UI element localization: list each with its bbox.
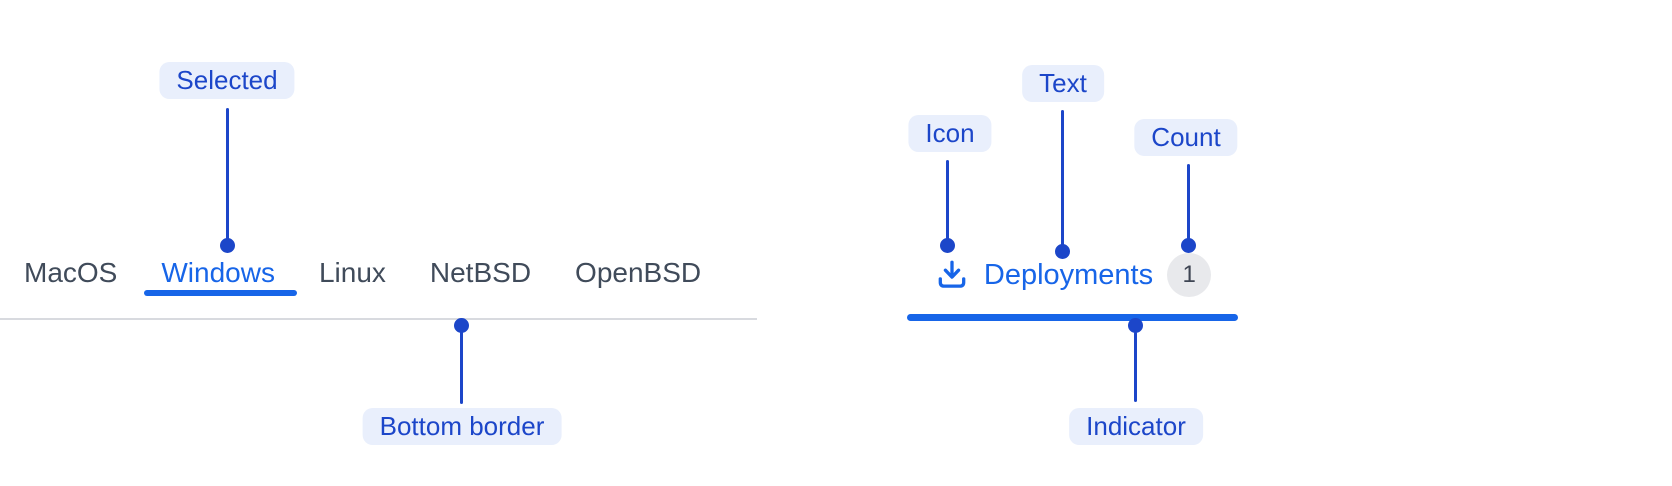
annotation-pill-selected: Selected: [159, 62, 295, 99]
tab-bar: MacOS Windows Linux NetBSD OpenBSD: [0, 246, 757, 320]
annotation-line-indicator: [1134, 332, 1137, 402]
annotation-pill-text: Text: [1022, 65, 1104, 102]
annotation-line-bottom-border: [460, 330, 463, 404]
annotation-line-icon: [946, 160, 949, 240]
annotation-dot-count: [1181, 238, 1196, 253]
tab-windows-label: Windows: [161, 257, 275, 288]
tab-macos[interactable]: MacOS: [24, 257, 118, 288]
download-icon: [938, 260, 966, 288]
annotation-dot-bottom-border: [454, 318, 469, 333]
annotation-pill-indicator: Indicator: [1069, 408, 1203, 445]
tab-deployments-label: Deployments: [983, 258, 1154, 291]
annotation-dot-icon: [940, 238, 955, 253]
selected-tab-bottom-border: [144, 290, 297, 296]
annotation-line-text: [1061, 110, 1064, 246]
annotation-line-selected: [226, 108, 229, 240]
tab-windows-selected[interactable]: Windows: [139, 246, 297, 296]
annotation-dot-indicator: [1128, 318, 1143, 333]
count-badge: 1: [1167, 253, 1212, 297]
tab-deployments-content: Deployments 1: [907, 246, 1238, 304]
tab-netbsd[interactable]: NetBSD: [429, 257, 532, 288]
selected-indicator: [907, 314, 1238, 321]
annotation-pill-icon: Icon: [908, 115, 992, 152]
annotation-pill-bottom-border: Bottom border: [362, 408, 562, 445]
annotation-pill-count: Count: [1134, 119, 1238, 156]
tab-linux[interactable]: Linux: [318, 257, 386, 288]
tab-deployments[interactable]: Deployments 1: [907, 246, 1238, 321]
annotation-dot-text: [1055, 244, 1070, 259]
tab-openbsd[interactable]: OpenBSD: [575, 257, 702, 288]
annotation-line-count: [1187, 164, 1190, 240]
annotation-dot-selected: [220, 238, 235, 253]
